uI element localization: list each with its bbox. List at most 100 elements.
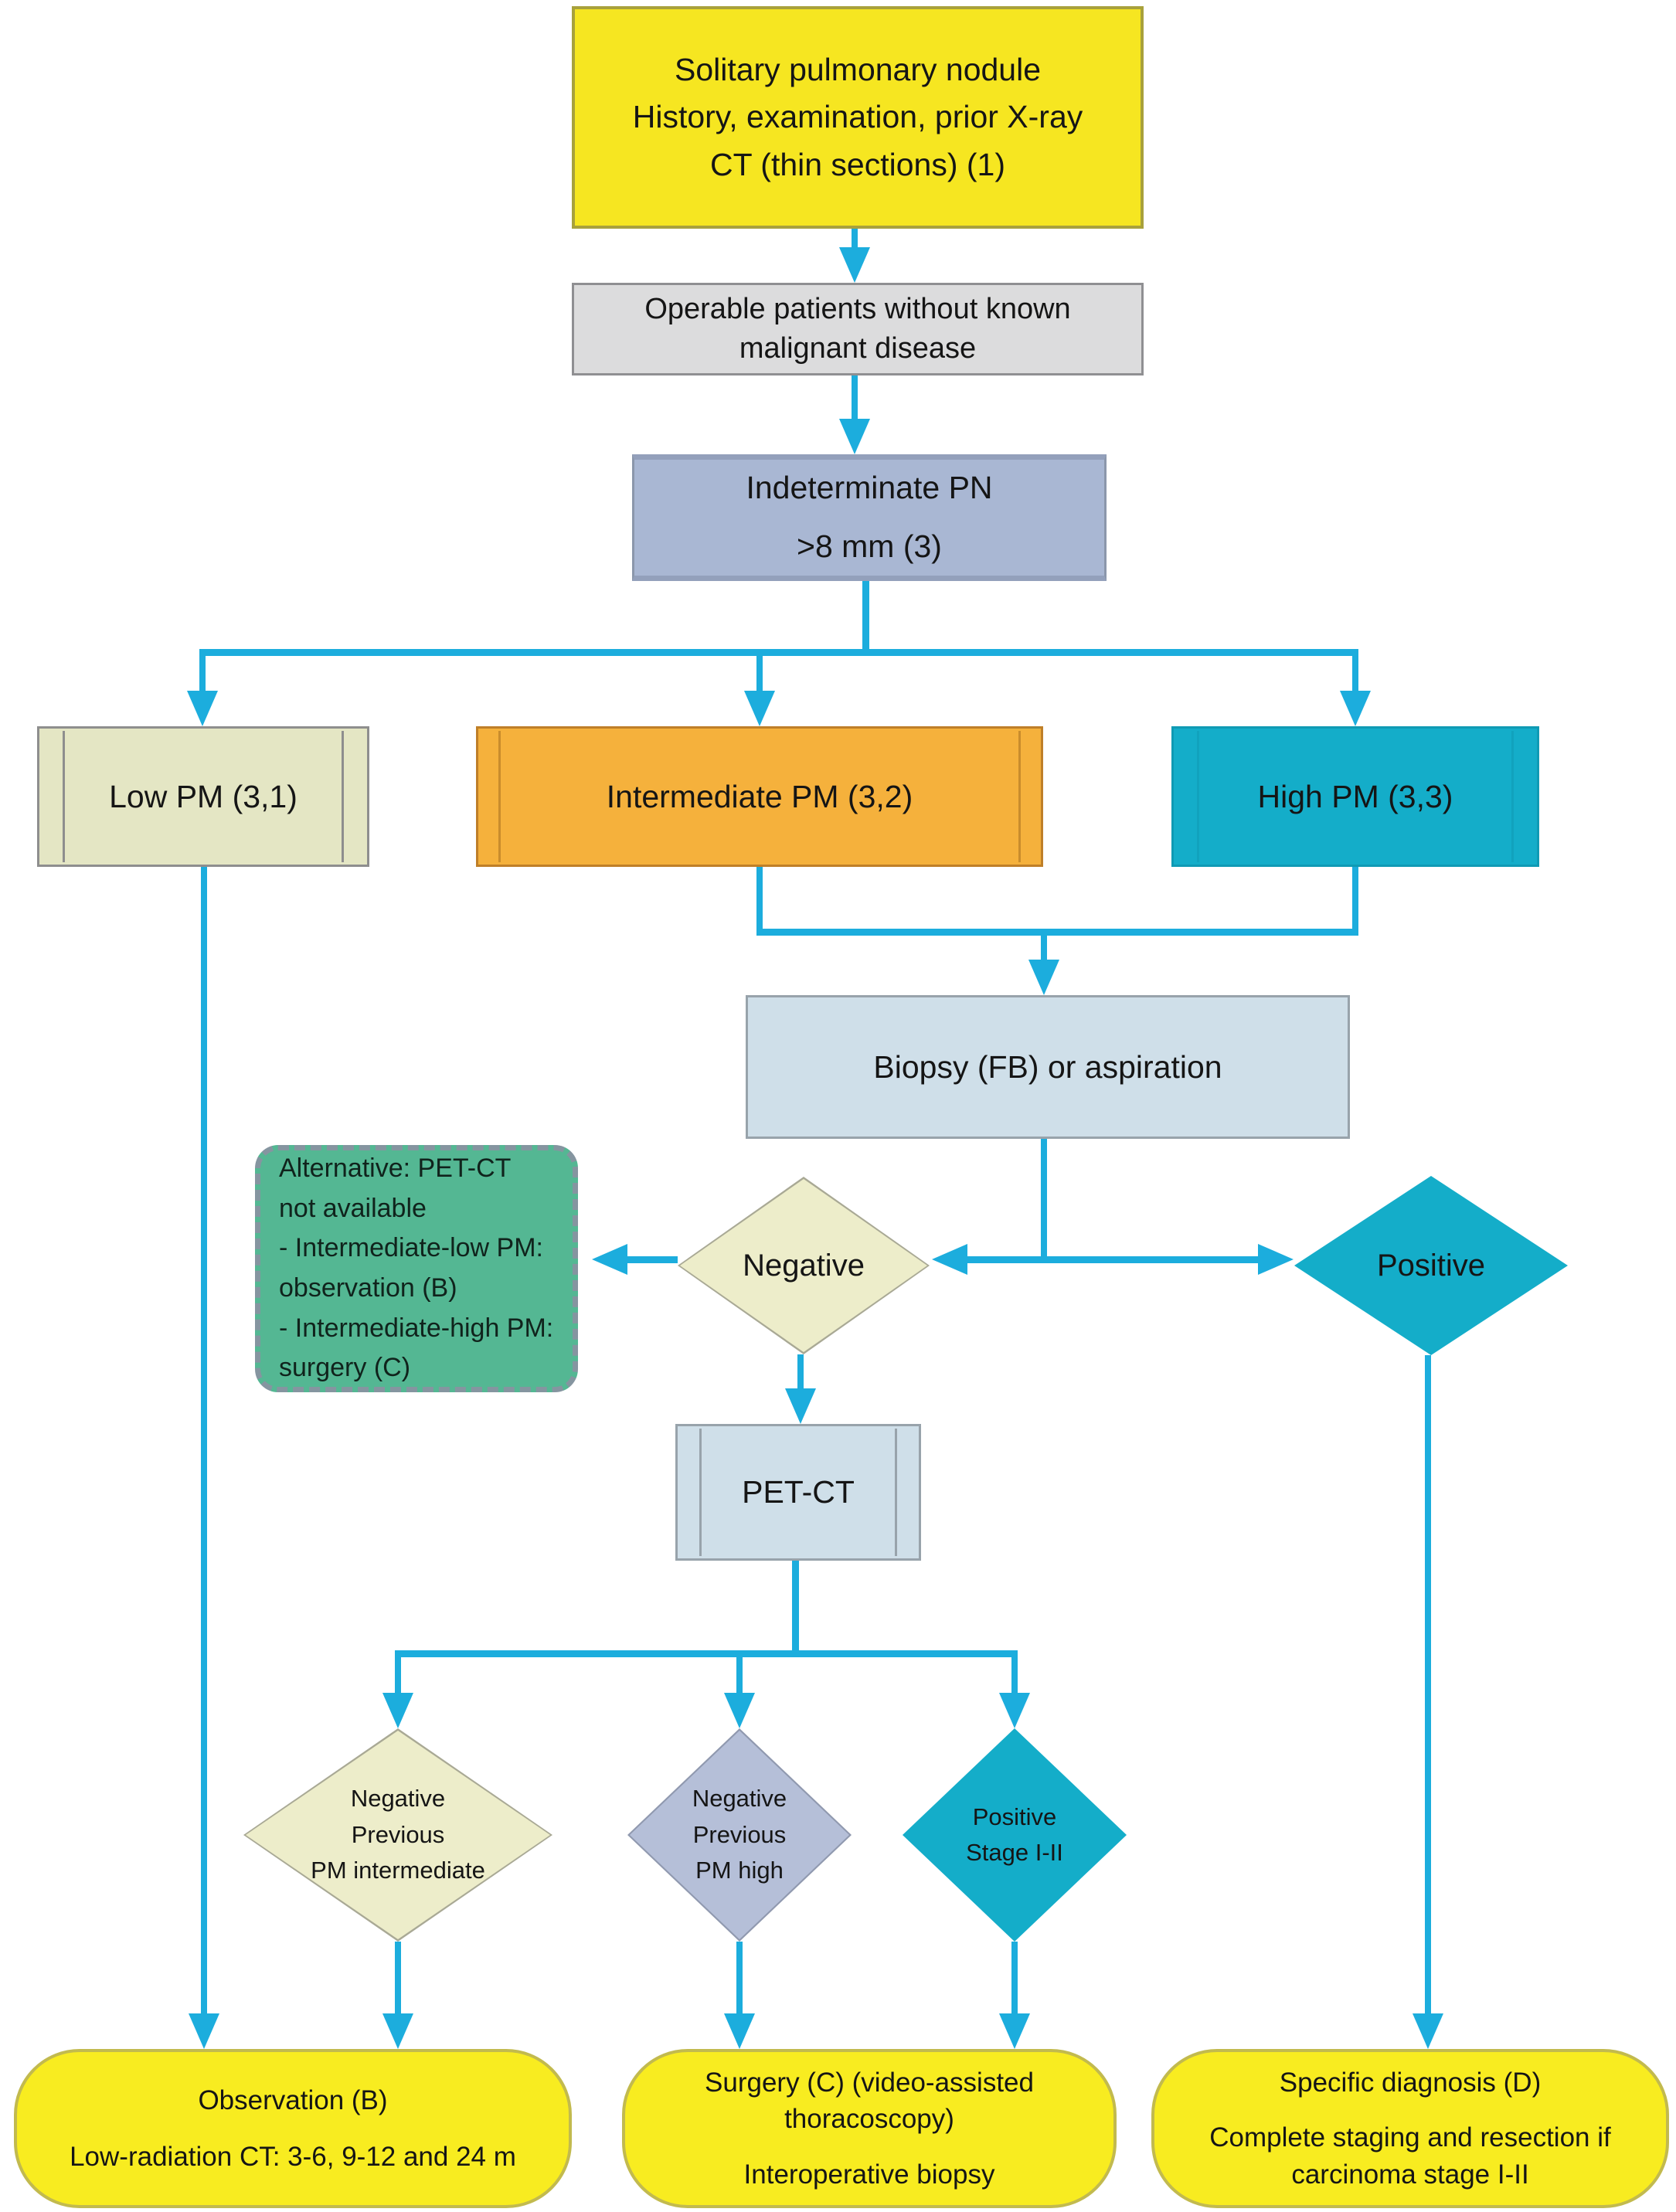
decision-text-line: Negative [692,1785,787,1813]
flow-line [395,1657,401,1697]
arrow-right-icon [1258,1244,1294,1275]
decision-negative: Negative [678,1177,930,1354]
arrow-down-icon [1413,2013,1443,2049]
decision-label: Positive [1376,1248,1486,1283]
node-pet-ct: PET-CT [675,1424,921,1561]
node-text-line: High PM (3,3) [1257,778,1453,814]
terminal-text-line: Surgery (C) (video-assisted [705,2068,1034,2098]
flow-line [1425,1355,1431,2013]
flow-line [1011,1657,1018,1697]
flow-line [1041,1139,1047,1259]
note-alternative-pet-ct: Alternative: PET-CT not available - Inte… [255,1145,578,1392]
arrow-down-icon [1028,960,1059,995]
process-side-line [1197,731,1199,862]
flow-line [1041,936,1047,963]
process-side-line [342,731,344,862]
note-text-line: observation (B) [279,1273,457,1303]
decision-text-line: Previous [692,1820,787,1848]
node-high-pm: High PM (3,3) [1171,726,1539,867]
terminal-text-line: Interoperative biopsy [743,2159,995,2190]
arrow-left-icon [932,1244,967,1275]
note-text-line: not available [279,1193,427,1223]
node-text-line: Operable patients without known [644,292,1071,325]
decision-negative-pm-high: Negative Previous PM high [627,1728,852,1942]
node-solitary-pulmonary-nodule: Solitary pulmonary nodule History, exami… [572,6,1144,229]
node-text-line: CT (thin sections) (1) [709,146,1005,182]
node-text-line: Biopsy (FB) or aspiration [873,1048,1222,1085]
decision-text-line: Negative [350,1785,446,1813]
note-text-line: surgery (C) [279,1353,411,1383]
terminal-text-line: carcinoma stage I-II [1291,2159,1529,2190]
arrow-down-icon [744,691,775,726]
process-side-line [699,1429,702,1556]
decision-label: Negative Previous PM high [627,1728,852,1942]
arrow-down-icon [839,247,870,283]
node-text-line: Intermediate PM (3,2) [606,778,913,814]
flow-line [1352,656,1358,692]
arrow-left-icon [592,1244,627,1275]
process-side-line [1018,731,1021,862]
arrow-down-icon [187,691,218,726]
terminal-text-line: thoracoscopy) [784,2104,954,2135]
process-side-line [63,731,65,862]
decision-text-line: PM high [695,1857,784,1884]
terminal-text-line: Low-radiation CT: 3-6, 9-12 and 24 m [70,2141,516,2172]
flow-line [852,375,858,420]
decision-text-line: PM intermediate [311,1857,485,1884]
flow-line [395,1650,1018,1657]
process-side-line [1511,731,1514,862]
terminal-text-line: Specific diagnosis (D) [1279,2068,1542,2098]
node-text-line: PET-CT [742,1474,855,1510]
terminal-specific-diagnosis: Specific diagnosis (D) Complete staging … [1151,2049,1669,2208]
terminal-text-line: Complete staging and resection if [1209,2122,1611,2153]
arrow-down-icon [999,1693,1030,1728]
flow-line [736,1657,743,1697]
node-text-line: Low PM (3,1) [109,778,297,814]
flow-line [756,867,763,935]
terminal-text-line: Observation (B) [198,2085,388,2116]
node-text-line: >8 mm (3) [797,528,942,564]
process-side-line [895,1429,897,1556]
flow-line [201,867,207,2013]
arrow-down-icon [189,2013,219,2049]
arrow-down-icon [1340,691,1371,726]
decision-negative-pm-intermediate: Negative Previous PM intermediate [243,1728,552,1942]
note-text-line: - Intermediate-high PM: [279,1313,554,1343]
terminal-observation: Observation (B) Low-radiation CT: 3-6, 9… [14,2049,572,2208]
arrow-down-icon [785,1388,816,1424]
flow-line [1011,1942,1018,2013]
decision-text-line: Positive [972,1803,1057,1830]
node-text-line: Indeterminate PN [746,470,993,506]
decision-label: Positive Stage I-II [903,1728,1127,1942]
arrow-down-icon [839,419,870,454]
decision-text-line: Stage I-II [966,1839,1063,1866]
flow-line [862,581,869,652]
flow-line [627,1256,678,1263]
decision-positive: Positive [1294,1176,1568,1355]
node-text-line: malignant disease [739,332,977,365]
decision-label: Negative Previous PM intermediate [243,1728,552,1942]
node-low-pm: Low PM (3,1) [37,726,369,867]
flow-line [1352,867,1358,935]
arrow-down-icon [724,1693,755,1728]
arrow-down-icon [999,2013,1030,2049]
terminal-surgery: Surgery (C) (video-assisted thoracoscopy… [622,2049,1117,2208]
arrow-down-icon [382,2013,413,2049]
flow-line [852,229,858,252]
arrow-down-icon [724,2013,755,2049]
flow-line [792,1561,799,1657]
arrow-down-icon [382,1693,413,1728]
decision-label: Negative [743,1248,865,1283]
flow-line [797,1354,804,1391]
flow-line [736,1942,743,2013]
node-text-line: Solitary pulmonary nodule [674,51,1042,87]
process-side-line [498,731,501,862]
flow-line [395,1942,401,2013]
note-text-line: Alternative: PET-CT [279,1153,512,1183]
note-text-line: - Intermediate-low PM: [279,1233,543,1263]
node-biopsy-aspiration: Biopsy (FB) or aspiration [746,995,1350,1139]
node-operable-patients: Operable patients without known malignan… [572,283,1144,375]
flow-line [756,656,763,692]
node-intermediate-pm: Intermediate PM (3,2) [476,726,1043,867]
